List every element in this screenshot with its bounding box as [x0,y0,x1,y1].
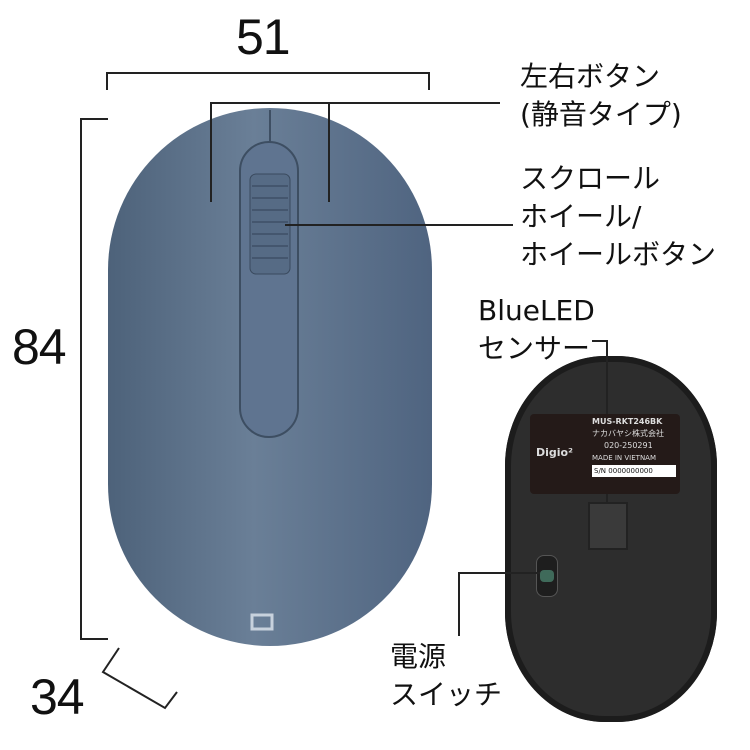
sensor-leader [592,340,608,342]
width-dimension: 51 [236,9,291,65]
sensor-icon [588,502,628,550]
scroll-leader [285,224,513,226]
buttons-leader [210,102,500,104]
mouse-top-view [108,108,432,646]
label-line: 左右ボタン [520,60,661,93]
logo-icon [250,613,274,631]
model-number: MUS-RKT246BK [592,417,663,426]
depth-line [101,647,178,710]
serial-field: S/N 0000000000 [592,465,676,477]
height-tick [80,638,108,640]
label-line: センサー [478,332,591,365]
buttons-label: 左右ボタン (静音タイプ) [520,58,682,134]
label-line: 電源 [390,640,447,673]
serial-number: 0000000000 [608,467,653,475]
width-line [106,72,430,74]
switch-label: 電源 スイッチ [390,638,502,714]
sticker-text: MUS-RKT246BK ナカバヤシ株式会社 020-250291 MADE I… [592,417,676,477]
scroll-label: スクロール ホイール/ ホイールボタン [520,160,716,274]
label-line: スクロール [520,162,661,195]
width-tick [106,72,108,90]
product-sticker: Digio² MUS-RKT246BK ナカバヤシ株式会社 020-250291… [530,414,680,494]
sensor-label: BlueLED センサー [478,292,595,368]
height-line [80,118,82,640]
height-dimension: 84 [12,319,67,375]
width-tick [428,72,430,90]
origin: MADE IN VIETNAM [592,454,657,462]
serial-prefix: S/N [594,467,607,475]
brand-logo: Digio² [536,446,573,459]
label-line: スイッチ [390,678,503,711]
switch-leader [458,572,540,574]
buttons-leader [328,102,330,202]
label-line: BlueLED [478,294,595,327]
label-line: ホイール/ [520,200,642,233]
maker: ナカバヤシ株式会社 [592,429,664,438]
switch-leader [458,572,460,636]
cert-number: 020-250291 [604,441,653,450]
label-line: (静音タイプ) [520,98,682,131]
sensor-leader [606,340,608,414]
label-line: ホイールボタン [520,238,717,271]
buttons-leader [210,102,212,202]
sensor-leader [606,494,608,504]
depth-dimension: 34 [30,669,85,725]
power-switch[interactable] [536,555,558,597]
height-tick [80,118,108,120]
